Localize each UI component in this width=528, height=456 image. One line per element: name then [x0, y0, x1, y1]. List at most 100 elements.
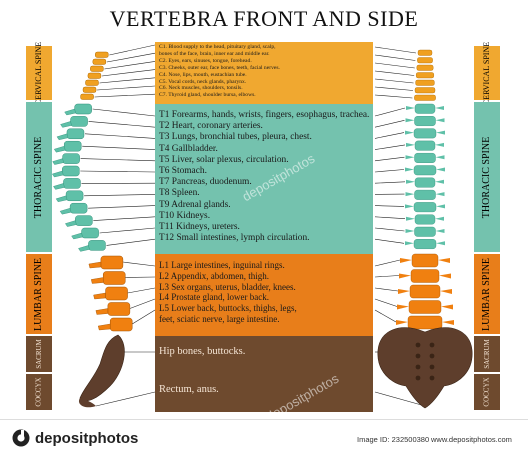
- thoracic-vertebra: [71, 116, 88, 126]
- thoracic-vertebra-front: [415, 116, 436, 126]
- sacral-foramen: [416, 354, 421, 359]
- leader-line: [375, 206, 404, 207]
- leader-line: [375, 260, 400, 266]
- leader-line: [88, 206, 155, 209]
- thoracic-process: [52, 171, 63, 177]
- leader-line: [125, 277, 155, 278]
- leader-line: [82, 146, 155, 149]
- leader-line: [109, 45, 155, 55]
- leader-line: [84, 194, 155, 195]
- footer-image-id: Image ID: 232500380: [357, 435, 429, 444]
- thoracic-process: [57, 134, 68, 140]
- leader-line: [375, 170, 404, 173]
- leader-line: [375, 71, 414, 76]
- leader-line: [375, 120, 405, 127]
- thoracic-vertebra-front: [415, 215, 435, 225]
- thoracic-process: [78, 245, 89, 251]
- lumbar-process: [91, 278, 103, 284]
- leader-line: [375, 47, 416, 53]
- leader-line: [102, 70, 155, 76]
- leader-line: [375, 55, 415, 61]
- leader-line: [375, 133, 404, 139]
- leader-line: [375, 299, 397, 307]
- lumbar-process: [94, 293, 106, 299]
- leader-line: [375, 182, 405, 183]
- leader-line: [106, 239, 155, 245]
- thoracic-vertebra-front: [415, 104, 435, 114]
- leader-line: [132, 310, 155, 324]
- thoracic-vertebra-front: [415, 141, 435, 151]
- leader-line: [375, 288, 398, 291]
- thoracic-vertebra: [66, 191, 83, 201]
- leader-line: [375, 79, 414, 83]
- cervical-vertebra: [88, 73, 101, 79]
- leader-line: [104, 61, 155, 69]
- thoracic-vertebra: [75, 104, 92, 114]
- sacral-foramen: [430, 354, 435, 359]
- leader-line: [107, 53, 155, 62]
- thoracic-vertebra-front: [415, 227, 436, 237]
- leader-line: [375, 145, 405, 150]
- thoracic-vertebra: [82, 228, 99, 238]
- leader-line: [375, 239, 404, 243]
- sacral-foramen: [430, 343, 435, 348]
- lumbar-vertebra: [103, 272, 125, 285]
- thoracic-vertebra: [63, 178, 80, 188]
- sacral-foramen: [430, 365, 435, 370]
- sacral-foramen: [416, 365, 421, 370]
- cervical-vertebra: [95, 52, 108, 58]
- cervical-vertebra-front: [416, 80, 435, 86]
- leader-line: [375, 228, 405, 231]
- thoracic-process: [60, 208, 71, 214]
- footer-logo-text: depositphotos: [35, 430, 138, 447]
- lumbar-vertebra-front: [409, 301, 441, 314]
- lumbar-vertebra: [106, 287, 128, 300]
- lumbar-vertebra: [101, 256, 123, 269]
- sacrum-side: [80, 335, 124, 401]
- thoracic-vertebra-front: [414, 239, 436, 249]
- leader-line: [128, 288, 155, 293]
- leader-line: [95, 94, 155, 97]
- leader-lines: [80, 45, 425, 406]
- thoracic-vertebra: [67, 129, 84, 139]
- cervical-vertebra: [86, 80, 99, 86]
- cervical-vertebra-front: [417, 58, 432, 64]
- thoracic-vertebra: [70, 203, 87, 213]
- cervical-vertebra-front: [414, 95, 435, 101]
- leader-line: [85, 134, 155, 139]
- thoracic-vertebra-front: [414, 202, 436, 212]
- leader-line: [93, 109, 155, 116]
- cervical-vertebra: [93, 59, 106, 65]
- thoracic-vertebra-front: [415, 190, 436, 200]
- depositphotos-logo-icon: [12, 429, 30, 447]
- thoracic-vertebra-front: [414, 129, 436, 139]
- thoracic-vertebra-front: [415, 153, 436, 163]
- leader-line: [80, 171, 155, 172]
- footer-logo[interactable]: depositphotos: [12, 429, 138, 447]
- lumbar-vertebra-front: [412, 254, 438, 267]
- thoracic-process: [65, 109, 76, 115]
- sacral-foramen: [416, 376, 421, 381]
- thoracic-process: [54, 146, 65, 152]
- pelvis-front: [378, 328, 472, 408]
- sacral-foramen: [416, 343, 421, 348]
- thoracic-process: [65, 221, 76, 227]
- lumbar-vertebra: [108, 303, 130, 316]
- thoracic-vertebra: [64, 141, 81, 151]
- sacral-foramen: [430, 376, 435, 381]
- footer: depositphotos Image ID: 232500380 www.de…: [0, 419, 528, 456]
- leader-line: [130, 299, 155, 309]
- thoracic-process: [53, 183, 64, 189]
- cervical-vertebra-front: [415, 88, 435, 94]
- footer-site-link[interactable]: www.depositphotos.com: [431, 435, 512, 444]
- leader-line: [93, 217, 155, 221]
- leader-line: [81, 159, 155, 161]
- thoracic-process: [56, 196, 67, 202]
- leader-line: [100, 228, 155, 233]
- cervical-vertebra-front: [418, 50, 432, 56]
- thoracic-process: [61, 121, 72, 127]
- cervical-vertebra: [90, 66, 103, 72]
- thoracic-vertebra: [62, 166, 79, 176]
- leader-line: [375, 63, 415, 68]
